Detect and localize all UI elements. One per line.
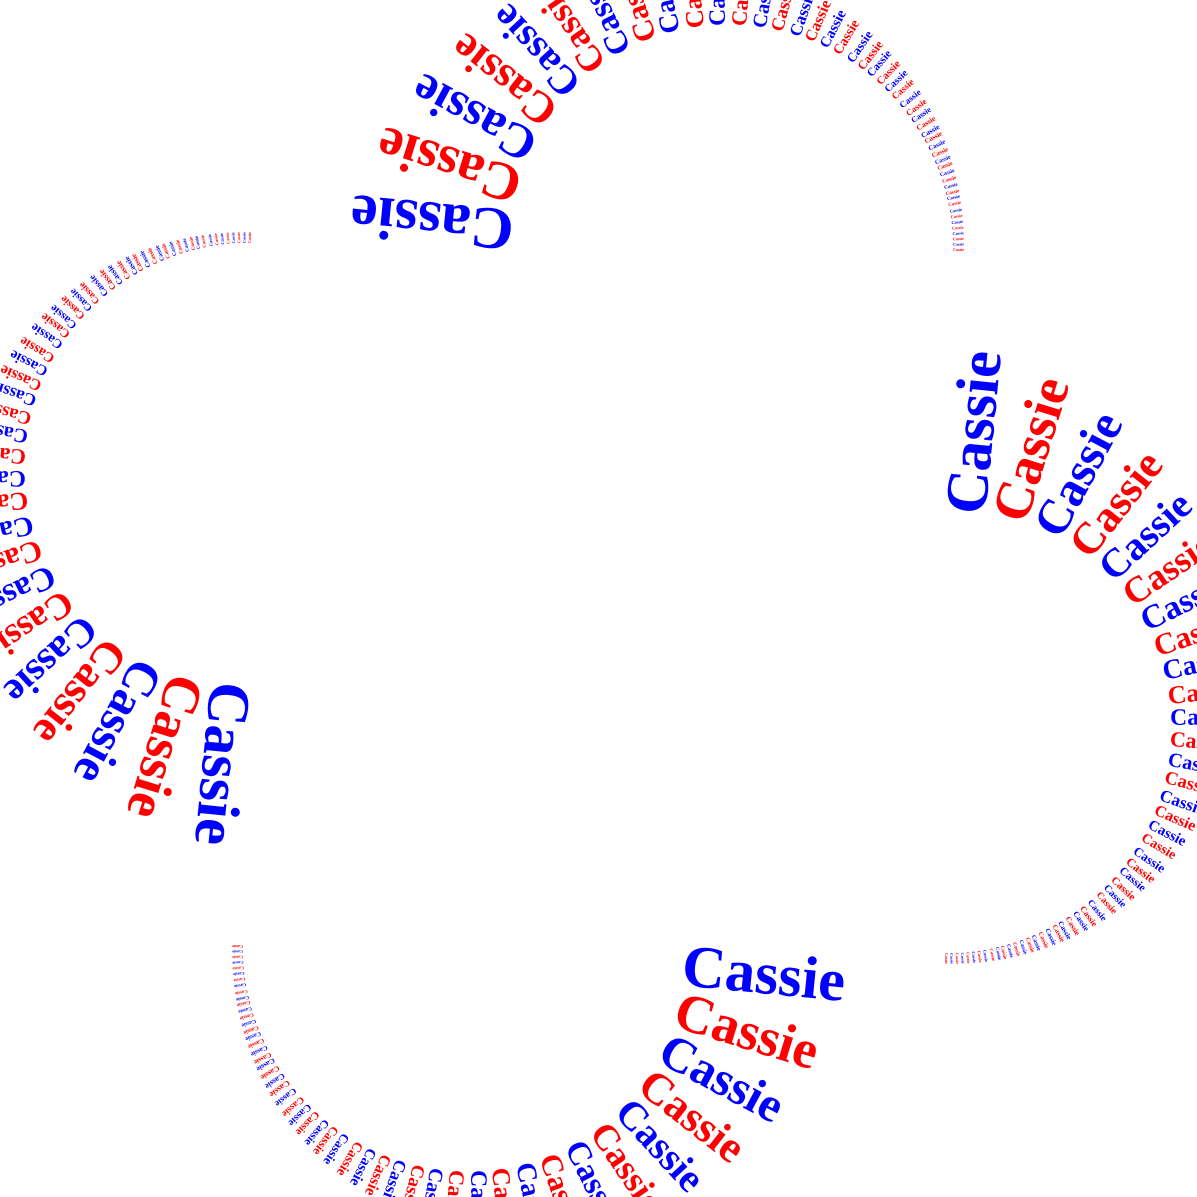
word-cassie: Cassie	[959, 952, 966, 964]
word-cassie: Cassie	[953, 241, 965, 247]
word-cassie: Cassie	[944, 953, 949, 965]
word-cassie: Cassie	[965, 951, 972, 964]
word-cassie: Cassie	[1170, 704, 1197, 731]
word-cassie: Cassie	[232, 959, 244, 966]
word-cassie: Cassie	[954, 952, 961, 965]
word-cassie: Cassie	[231, 944, 243, 949]
word-cassie: Cassie	[704, 0, 730, 26]
word-cassie: Cassie	[231, 954, 244, 961]
word-cassie: Cassie	[952, 230, 964, 237]
word-cassie: Cassie	[347, 180, 517, 264]
word-cassie: Cassie	[953, 247, 965, 252]
word-cassie: Cassie	[235, 231, 242, 244]
word-cassie: Cassie	[952, 235, 965, 242]
word-cassie: Cassie	[180, 679, 264, 849]
word-cassie: Cassie	[679, 932, 849, 1016]
word-cassie: Cassie	[231, 949, 243, 955]
word-cassie: Cassie	[241, 231, 247, 243]
word-cassie: Cassie	[232, 965, 245, 972]
word-cassie: Cassie	[932, 347, 1016, 517]
word-cassie: Cassie	[0, 439, 27, 470]
word-cassie: Cassie	[230, 232, 237, 244]
word-cassie: Cassie	[440, 1169, 469, 1197]
word-cassie: Cassie	[949, 953, 955, 965]
word-cassie: Cassie	[247, 231, 252, 243]
